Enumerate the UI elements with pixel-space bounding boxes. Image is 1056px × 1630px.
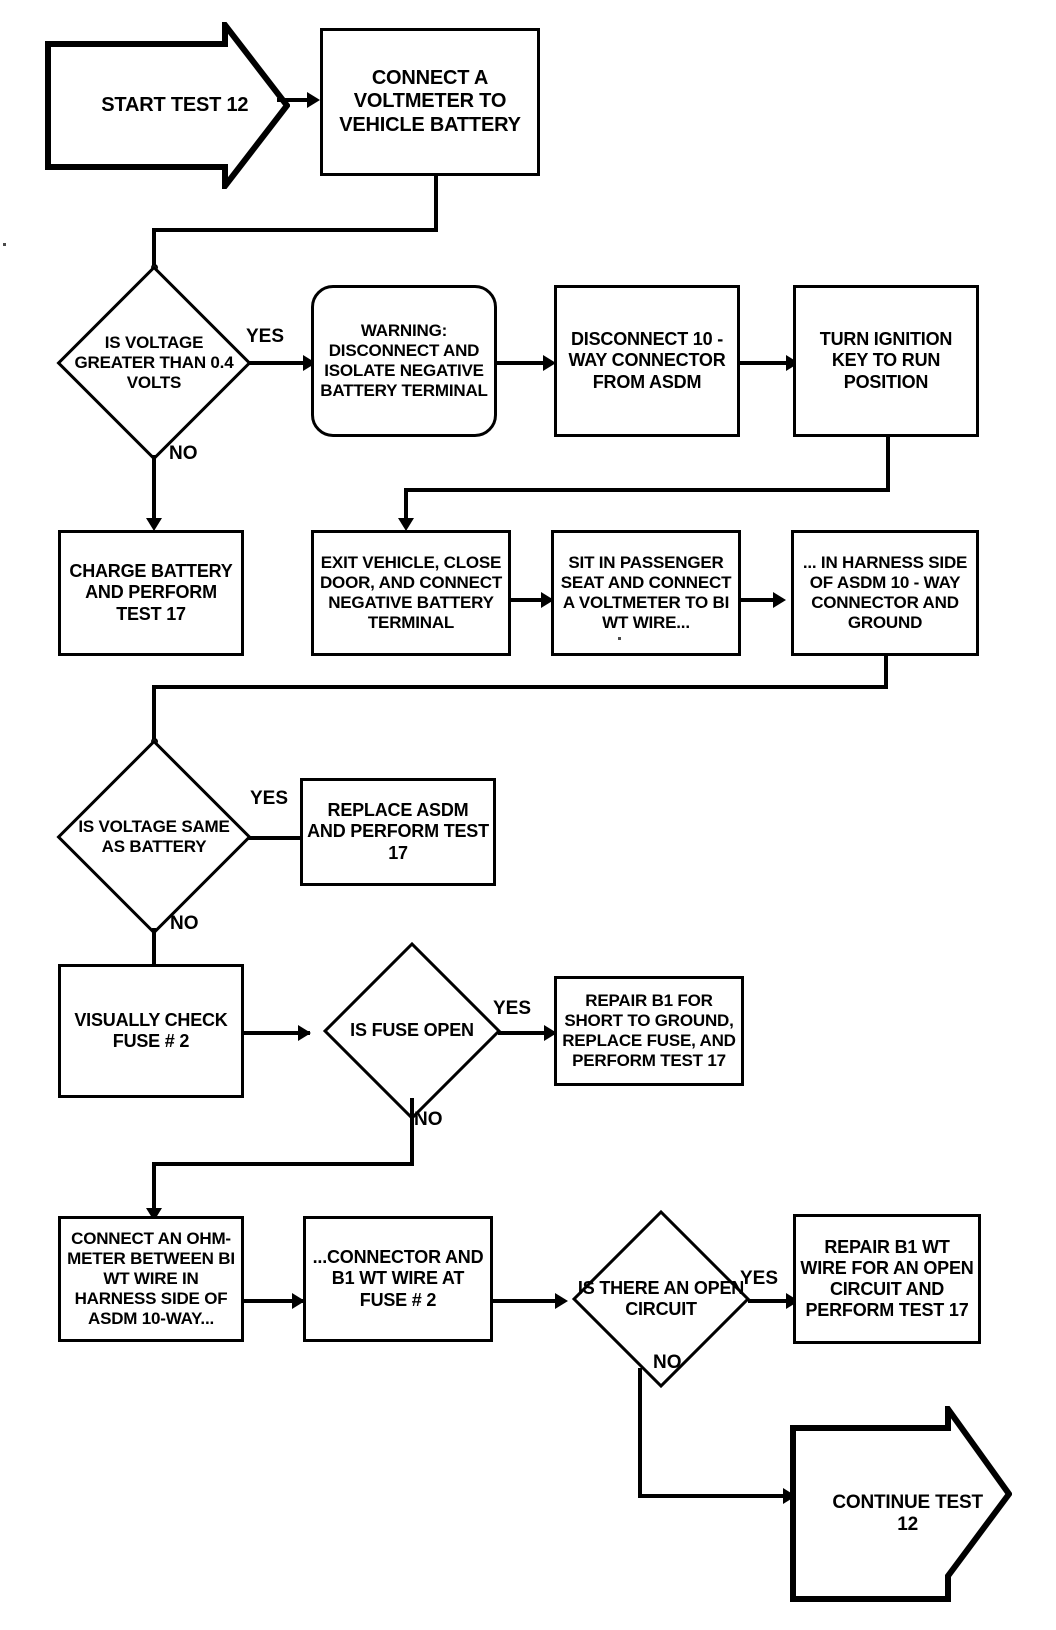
edge-disconnect-to-ignition: [740, 361, 796, 365]
edge-label-voltage-same-no: NO: [170, 913, 199, 934]
edge-open-circuit-no-down: [638, 1368, 642, 1498]
edge-harness-down: [884, 654, 888, 689]
edge-label-open-circuit-no: NO: [653, 1352, 682, 1373]
arrowhead-voltage-gt-no: [146, 518, 162, 531]
node-repair-b1-open-label: REPAIR B1 WT WIRE FOR AN OPEN CIRCUIT AN…: [800, 1236, 974, 1321]
arrowhead-check-fuse-to-decision: [298, 1025, 311, 1041]
node-turn-ignition[interactable]: TURN IGNITION KEY TO RUN POSITION: [793, 285, 979, 437]
edge-voltage-same-no: [152, 928, 156, 990]
node-voltage-gt-decision[interactable]: IS VOLTAGE GREATER THAN 0.4 VOLTS: [56, 265, 252, 461]
node-warning-disconnect[interactable]: WARNING: DISCONNECT AND ISOLATE NEGATIVE…: [311, 285, 497, 437]
arrowhead-connector-to-open-decision: [555, 1293, 568, 1309]
node-replace-asdm[interactable]: REPLACE ASDM AND PERFORM TEST 17: [300, 778, 496, 886]
node-in-harness[interactable]: ... IN HARNESS SIDE OF ASDM 10 - WAY CON…: [791, 530, 979, 656]
speck-artifact: [618, 637, 621, 640]
edge-ignition-down: [886, 435, 890, 492]
node-exit-vehicle[interactable]: EXIT VEHICLE, CLOSE DOOR, AND CONNECT NE…: [311, 530, 511, 656]
arrowhead-warning-to-disconnect: [543, 355, 556, 371]
edge-connect-to-decision: [152, 228, 156, 271]
edge-connector-to-open-decision: [493, 1299, 565, 1303]
node-repair-b1-short[interactable]: REPAIR B1 FOR SHORT TO GROUND, REPLACE F…: [554, 976, 744, 1086]
node-connect-voltmeter-label: CONNECT A VOLTMETER TO VEHICLE BATTERY: [339, 66, 521, 136]
edge-connect-down: [434, 174, 438, 232]
arrowhead-exit-to-sit: [541, 592, 554, 608]
edge-voltage-gt-no: [152, 455, 156, 525]
edge-voltage-gt-yes: [248, 361, 313, 365]
node-connect-ohmmeter[interactable]: CONNECT AN OHM- METER BETWEEN BI WT WIRE…: [58, 1216, 244, 1342]
node-voltage-gt-decision-label: IS VOLTAGE GREATER THAN 0.4 VOLTS: [74, 332, 234, 393]
edge-fuse-open-no-to-ohm: [152, 1162, 156, 1217]
edge-open-circuit-yes: [748, 1299, 796, 1303]
node-exit-vehicle-label: EXIT VEHICLE, CLOSE DOOR, AND CONNECT NE…: [319, 552, 503, 633]
terminator-shape-start: [45, 22, 290, 189]
node-turn-ignition-label: TURN IGNITION KEY TO RUN POSITION: [819, 329, 953, 392]
node-connector-b1-fuse-label: ...CONNECTOR AND B1 WT WIRE AT FUSE # 2: [312, 1247, 484, 1310]
node-repair-b1-open[interactable]: REPAIR B1 WT WIRE FOR AN OPEN CIRCUIT AN…: [793, 1214, 981, 1344]
edge-warning-to-disconnect: [497, 361, 553, 365]
node-sit-passenger-label: SIT IN PASSENGER SEAT AND CONNECT A VOLT…: [560, 552, 732, 633]
node-charge-battery-label: CHARGE BATTERY AND PERFORM TEST 17: [69, 561, 233, 624]
node-fuse-open-decision[interactable]: IS FUSE OPEN: [317, 941, 507, 1121]
node-connector-b1-fuse[interactable]: ...CONNECTOR AND B1 WT WIRE AT FUSE # 2: [303, 1216, 493, 1342]
terminator-shape-continue: [790, 1406, 1012, 1602]
node-continue-test-label: CONTINUE TEST 12: [832, 1491, 983, 1535]
node-repair-b1-short-label: REPAIR B1 FOR SHORT TO GROUND, REPLACE F…: [562, 990, 736, 1071]
edge-label-fuse-open-no: NO: [414, 1109, 443, 1130]
edge-label-voltage-gt-yes: YES: [246, 326, 285, 347]
arrowhead-ignition-to-exit: [398, 518, 414, 531]
node-disconnect-connector-label: DISCONNECT 10 - WAY CONNECTOR FROM ASDM: [568, 329, 726, 392]
arrowhead-fuse-open-yes: [544, 1025, 557, 1041]
node-visually-check-fuse-label: VISUALLY CHECK FUSE # 2: [74, 1009, 228, 1051]
node-sit-passenger[interactable]: SIT IN PASSENGER SEAT AND CONNECT A VOLT…: [551, 530, 741, 656]
node-disconnect-connector[interactable]: DISCONNECT 10 - WAY CONNECTOR FROM ASDM: [554, 285, 740, 437]
node-voltage-same-decision-label: IS VOLTAGE SAME AS BATTERY: [78, 816, 230, 856]
edge-harness-to-decision: [152, 685, 156, 742]
edge-label-voltage-gt-no: NO: [169, 443, 198, 464]
edge-check-fuse-to-decision: [244, 1031, 310, 1035]
edge-ignition-left: [404, 488, 890, 492]
node-start-test[interactable]: START TEST 12: [45, 22, 290, 189]
node-connect-voltmeter[interactable]: CONNECT A VOLTMETER TO VEHICLE BATTERY: [320, 28, 540, 176]
edge-label-fuse-open-yes: YES: [493, 998, 532, 1019]
node-fuse-open-decision-label: IS FUSE OPEN: [350, 1020, 474, 1041]
arrowhead-start-to-connect: [307, 92, 320, 108]
edge-fuse-open-no-down: [410, 1098, 414, 1166]
edge-open-circuit-no-right: [638, 1494, 796, 1498]
node-visually-check-fuse[interactable]: VISUALLY CHECK FUSE # 2: [58, 964, 244, 1098]
node-start-test-label: START TEST 12: [101, 93, 249, 116]
edge-fuse-open-no-left: [152, 1162, 414, 1166]
node-open-circuit-decision-label: IS THERE AN OPEN CIRCUIT: [577, 1277, 745, 1319]
edge-voltage-same-yes: [248, 836, 310, 840]
node-open-circuit-decision[interactable]: IS THERE AN OPEN CIRCUIT: [565, 1209, 757, 1389]
node-charge-battery[interactable]: CHARGE BATTERY AND PERFORM TEST 17: [58, 530, 244, 656]
edge-label-open-circuit-yes: YES: [740, 1268, 779, 1289]
node-in-harness-label: ... IN HARNESS SIDE OF ASDM 10 - WAY CON…: [802, 552, 968, 633]
node-voltage-same-decision[interactable]: IS VOLTAGE SAME AS BATTERY: [56, 739, 252, 935]
edge-ignition-to-exit: [404, 488, 408, 525]
edge-ohmmeter-to-connector: [244, 1299, 304, 1303]
edge-sit-to-harness: [741, 598, 783, 602]
arrowhead-ohmmeter-to-connector: [292, 1293, 305, 1309]
edge-start-to-connect: [277, 98, 313, 102]
edge-connect-left: [152, 228, 438, 232]
node-connect-ohmmeter-label: CONNECT AN OHM- METER BETWEEN BI WT WIRE…: [67, 1228, 235, 1329]
node-continue-test[interactable]: CONTINUE TEST 12: [790, 1406, 1012, 1622]
edge-harness-left: [152, 685, 888, 689]
node-replace-asdm-label: REPLACE ASDM AND PERFORM TEST 17: [307, 800, 489, 863]
node-warning-disconnect-label: WARNING: DISCONNECT AND ISOLATE NEGATIVE…: [320, 320, 488, 401]
speck-artifact-left: [3, 243, 6, 246]
edge-exit-to-sit: [511, 598, 551, 602]
edge-label-voltage-same-yes: YES: [250, 788, 289, 809]
arrowhead-sit-to-harness: [773, 592, 786, 608]
edge-fuse-open-yes: [498, 1031, 554, 1035]
